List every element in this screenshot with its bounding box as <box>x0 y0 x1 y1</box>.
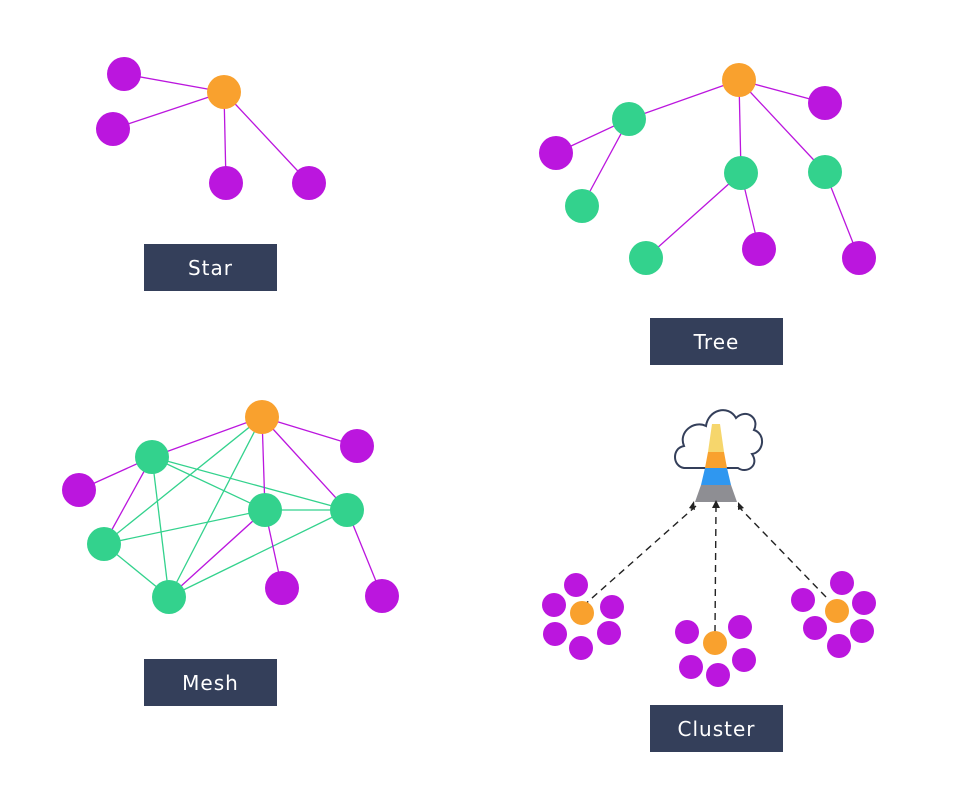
cluster-arrow <box>737 505 827 598</box>
tree-label: Tree <box>650 318 783 365</box>
cluster-hub-node <box>703 631 727 655</box>
cluster-leaf-node <box>791 588 815 612</box>
mesh-edge <box>261 416 348 511</box>
mesh-nodes <box>62 400 399 614</box>
mesh-edge <box>103 509 266 545</box>
tree-leaf-node <box>742 232 776 266</box>
mesh-edge <box>168 509 348 598</box>
mesh-label: Mesh <box>144 659 277 706</box>
cluster-leaf-node <box>600 595 624 619</box>
layer-stack-icon <box>695 424 737 502</box>
cluster-leaf-node <box>597 621 621 645</box>
mesh-edge <box>151 456 266 511</box>
mesh-relay-node <box>330 493 364 527</box>
arrowhead <box>738 502 744 510</box>
tree-label-text: Tree <box>693 330 740 354</box>
mesh-leaf-node <box>340 429 374 463</box>
cluster-hub-node <box>825 599 849 623</box>
star-label: Star <box>144 244 277 291</box>
mesh-leaf-node <box>365 579 399 613</box>
tree-nodes <box>539 63 876 275</box>
cluster-leaf-node <box>803 616 827 640</box>
cluster-leaf-node <box>706 663 730 687</box>
star-leaf-node <box>96 112 130 146</box>
cluster-leaf-node <box>569 636 593 660</box>
mesh-label-text: Mesh <box>182 671 239 695</box>
tree-hub-node <box>722 63 756 97</box>
mesh-edge <box>168 416 263 598</box>
tree-relay-node <box>612 102 646 136</box>
mesh-leaf-node <box>62 473 96 507</box>
cluster-group <box>675 615 756 687</box>
tree-relay-node <box>808 155 842 189</box>
cluster-leaf-node <box>827 634 851 658</box>
star-leaf-node <box>209 166 243 200</box>
arrowhead <box>712 500 720 508</box>
tree-edge <box>628 79 740 120</box>
cluster-leaf-node <box>728 615 752 639</box>
tree-relay-node <box>629 241 663 275</box>
cluster-label: Cluster <box>650 705 783 752</box>
tree-relay-node <box>565 189 599 223</box>
cluster-leaf-node <box>542 593 566 617</box>
tree-leaf-node <box>808 86 842 120</box>
mesh-edge <box>103 416 263 545</box>
mesh-edge <box>151 456 348 511</box>
star-edge <box>112 91 225 130</box>
tree-edge <box>645 172 742 259</box>
cluster-group <box>542 573 624 660</box>
cluster-leaf-node <box>679 655 703 679</box>
cluster-leaf-node <box>543 622 567 646</box>
mesh-relay-edges <box>103 416 348 598</box>
mesh-edge <box>151 416 263 458</box>
cluster-leaf-node <box>850 619 874 643</box>
mesh-relay-node <box>248 493 282 527</box>
tree-relay-node <box>724 156 758 190</box>
cluster-leaf-node <box>675 620 699 644</box>
cluster-hub-node <box>570 601 594 625</box>
cluster-arrows <box>582 500 827 633</box>
star-label-text: Star <box>188 256 233 280</box>
cluster-group <box>791 571 876 658</box>
cluster-arrow <box>582 505 697 607</box>
mesh-leaf-node <box>265 571 299 605</box>
star-hub-node <box>207 75 241 109</box>
cluster-arrow <box>714 506 717 633</box>
mesh-relay-node <box>152 580 186 614</box>
cluster-label-text: Cluster <box>678 717 756 741</box>
cluster-leaf-node <box>564 573 588 597</box>
mesh-edge <box>168 509 266 598</box>
mesh-hub-node <box>245 400 279 434</box>
cluster-leaf-node <box>852 591 876 615</box>
star-edge <box>223 91 310 184</box>
star-nodes <box>96 57 326 200</box>
tree-leaf-node <box>539 136 573 170</box>
star-leaf-node <box>292 166 326 200</box>
mesh-edge <box>151 456 170 598</box>
mesh-relay-node <box>87 527 121 561</box>
arrowhead <box>689 501 695 510</box>
mesh-relay-node <box>135 440 169 474</box>
cluster-leaf-node <box>732 648 756 672</box>
cluster-leaf-node <box>830 571 854 595</box>
tree-leaf-node <box>842 241 876 275</box>
tree-edge <box>738 79 826 173</box>
star-leaf-node <box>107 57 141 91</box>
